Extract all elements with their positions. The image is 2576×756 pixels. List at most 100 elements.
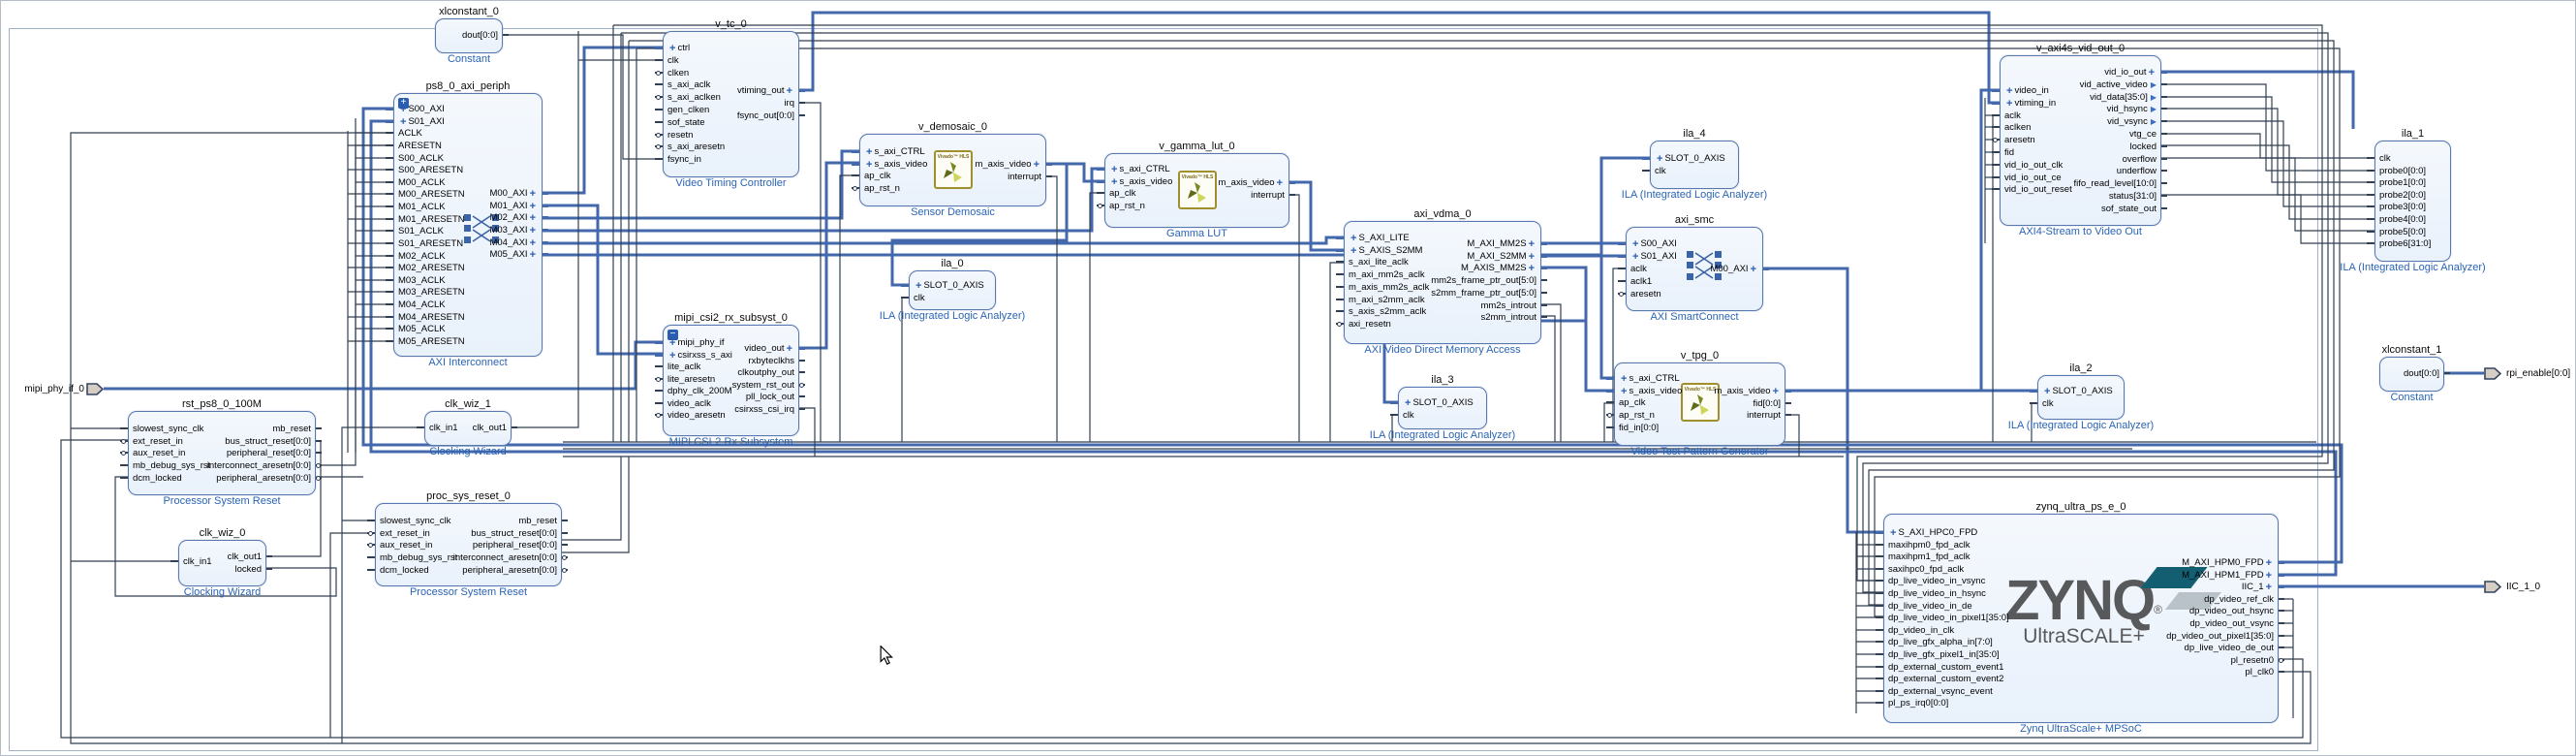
port-M04_ACLK[interactable]: M04_ACLK xyxy=(398,299,446,311)
port-clk_in1[interactable]: clk_in1 xyxy=(429,423,458,433)
port-M_AXI_S2MM[interactable]: M_AXI_S2MM+ xyxy=(1467,250,1535,263)
port-video_aclk[interactable]: video_aclk xyxy=(667,397,711,409)
port-vtiming_in[interactable]: +vtiming_in xyxy=(2006,97,2057,110)
port-M04_ARESETN[interactable]: M04_ARESETN xyxy=(398,311,465,323)
port-aclk1[interactable]: aclk1 xyxy=(1630,275,1653,287)
port-S01_ACLK[interactable]: S01_ACLK xyxy=(398,226,445,237)
port-vid_io_out_ce[interactable]: vid_io_out_ce xyxy=(2004,172,2062,183)
port-peripheral_reset[0:0][interactable]: peripheral_reset[0:0] xyxy=(226,448,311,459)
port-M05_ARESETN[interactable]: M05_ARESETN xyxy=(398,335,465,347)
port-interconnect_aresetn[0:0][interactable]: interconnect_aresetn[0:0] xyxy=(206,460,311,472)
port-peripheral_reset[0:0][interactable]: peripheral_reset[0:0] xyxy=(472,540,557,551)
port-slowest_sync_clk[interactable]: slowest_sync_clk xyxy=(133,424,204,434)
external-port-IIC_1_0[interactable] xyxy=(2484,581,2502,598)
port-s_axis_video[interactable]: +s_axis_video xyxy=(1621,385,1683,397)
port-fid_in[0:0][interactable]: fid_in[0:0] xyxy=(1619,422,1660,433)
port-ap_clk[interactable]: ap_clk xyxy=(1109,188,1136,200)
port-mm2s_frame_ptr_out[5:0][interactable]: mm2s_frame_ptr_out[5:0] xyxy=(1431,275,1536,287)
port-clk_in1[interactable]: clk_in1 xyxy=(183,556,212,567)
port-pl_clk0[interactable]: pl_clk0 xyxy=(2245,667,2274,678)
port-status[31:0][interactable]: status[31:0] xyxy=(2108,191,2157,202)
port-dout[0:0][interactable]: dout[0:0] xyxy=(462,30,498,41)
port-S01_AXI[interactable]: +S01_AXI xyxy=(400,115,445,128)
port-dcm_locked[interactable]: dcm_locked xyxy=(133,472,182,484)
port-csirxss_csi_irq[interactable]: csirxss_csi_irq xyxy=(734,403,794,415)
port-dp_live_gfx_alpha_in[7:0][interactable]: dp_live_gfx_alpha_in[7:0] xyxy=(1888,637,1993,648)
port-rxbyteclkhs[interactable]: rxbyteclkhs xyxy=(748,355,794,366)
port-M05_AXI[interactable]: M05_AXI+ xyxy=(489,249,536,262)
port-S01_ARESETN[interactable]: S01_ARESETN xyxy=(398,237,464,249)
port-mb_reset[interactable]: mb_reset xyxy=(272,424,311,434)
port-vid_active_video[interactable]: vid_active_video▶ xyxy=(2079,79,2157,90)
port-m_axi_mm2s_aclk[interactable]: m_axi_mm2s_aclk xyxy=(1349,269,1425,281)
port-S00_ARESETN[interactable]: S00_ARESETN xyxy=(398,165,464,176)
port-ctrl[interactable]: +ctrl xyxy=(669,43,691,54)
port-clk[interactable]: clk xyxy=(914,292,925,303)
port-ext_reset_in[interactable]: ext_reset_in xyxy=(380,527,430,539)
port-sof_state_out[interactable]: sof_state_out xyxy=(2100,203,2157,214)
port-mm2s_introut[interactable]: mm2s_introut xyxy=(1480,299,1536,311)
port-ap_rst_n[interactable]: ap_rst_n xyxy=(864,183,900,195)
port-clk_out1[interactable]: clk_out1 xyxy=(472,423,507,433)
port-pl_ps_irq0[0:0][interactable]: pl_ps_irq0[0:0] xyxy=(1888,698,1949,709)
port-M01_AXI[interactable]: M01_AXI+ xyxy=(489,200,536,212)
port-aresetn[interactable]: aresetn xyxy=(2004,135,2035,146)
port-csirxss_s_axi[interactable]: +csirxss_s_axi xyxy=(669,349,732,362)
port-video_in[interactable]: +video_in xyxy=(2006,85,2049,97)
port-s_axi_aclk[interactable]: s_axi_aclk xyxy=(667,79,711,91)
port-s_axi_CTRL[interactable]: +s_axi_CTRL xyxy=(866,146,925,158)
port-vtiming_out[interactable]: vtiming_out+ xyxy=(736,85,792,97)
port-bus_struct_reset[0:0][interactable]: bus_struct_reset[0:0] xyxy=(225,435,311,447)
port-gen_clken[interactable]: gen_clken xyxy=(667,105,710,115)
port-dout[0:0][interactable]: dout[0:0] xyxy=(2404,368,2439,379)
port-mipi_phy_if[interactable]: +mipi_phy_if xyxy=(669,337,725,349)
port-fsync_in[interactable]: fsync_in xyxy=(667,154,701,166)
port-probe6[31:0][interactable]: probe6[31:0] xyxy=(2379,238,2432,250)
port-SLOT_0_AXIS[interactable]: +SLOT_0_AXIS xyxy=(1657,153,1725,165)
port-dcm_locked[interactable]: dcm_locked xyxy=(380,564,429,576)
port-SLOT_0_AXIS[interactable]: +SLOT_0_AXIS xyxy=(916,280,984,292)
port-S_AXI_HPC0_FPD[interactable]: +S_AXI_HPC0_FPD xyxy=(1890,527,1978,539)
port-ARESETN[interactable]: ARESETN xyxy=(398,140,442,151)
port-clk[interactable]: clk xyxy=(2042,397,2054,409)
port-probe2[0:0][interactable]: probe2[0:0] xyxy=(2379,189,2427,201)
port-dp_live_video_in_hsync[interactable]: dp_live_video_in_hsync xyxy=(1888,588,1986,599)
port-vid_hsync[interactable]: vid_hsync▶ xyxy=(2106,104,2157,115)
port-clk[interactable]: clk xyxy=(667,54,679,66)
port-axi_resetn[interactable]: axi_resetn xyxy=(1349,318,1391,330)
port-M01_ARESETN[interactable]: M01_ARESETN xyxy=(398,213,465,225)
port-M03_AXI[interactable]: M03_AXI+ xyxy=(489,224,536,236)
port-SLOT_0_AXIS[interactable]: +SLOT_0_AXIS xyxy=(1405,397,1474,409)
port-maxihpm0_fpd_aclk[interactable]: maxihpm0_fpd_aclk xyxy=(1888,539,1971,551)
port-vid_io_out[interactable]: vid_io_out+ xyxy=(2104,67,2155,79)
port-overflow[interactable]: overflow xyxy=(2122,153,2157,165)
port-locked[interactable]: locked xyxy=(2129,141,2157,152)
collapse-toggle-icon[interactable]: + xyxy=(398,98,409,109)
port-dp_video_out_pixel1[35:0][interactable]: dp_video_out_pixel1[35:0] xyxy=(2166,630,2274,642)
port-interconnect_aresetn[0:0][interactable]: interconnect_aresetn[0:0] xyxy=(452,552,557,564)
port-aclken[interactable]: aclken xyxy=(2004,122,2032,134)
port-dp_live_gfx_pixel1_in[35:0][interactable]: dp_live_gfx_pixel1_in[35:0] xyxy=(1888,649,2000,660)
port-aresetn[interactable]: aresetn xyxy=(1630,288,1661,299)
port-bus_struct_reset[0:0][interactable]: bus_struct_reset[0:0] xyxy=(471,527,557,539)
port-M00_ACLK[interactable]: M00_ACLK xyxy=(398,176,446,188)
port-S_AXI_LITE[interactable]: +S_AXI_LITE xyxy=(1350,233,1410,244)
port-dp_external_custom_event1[interactable]: dp_external_custom_event1 xyxy=(1888,661,2004,673)
port-S00_ACLK[interactable]: S00_ACLK xyxy=(398,152,445,164)
port-s_axis_s2mm_aclk[interactable]: s_axis_s2mm_aclk xyxy=(1349,306,1427,318)
port-clk[interactable]: clk xyxy=(2379,153,2391,164)
port-S00_AXI[interactable]: +S00_AXI xyxy=(400,104,445,115)
port-M03_ACLK[interactable]: M03_ACLK xyxy=(398,274,446,286)
port-probe5[0:0][interactable]: probe5[0:0] xyxy=(2379,226,2427,237)
